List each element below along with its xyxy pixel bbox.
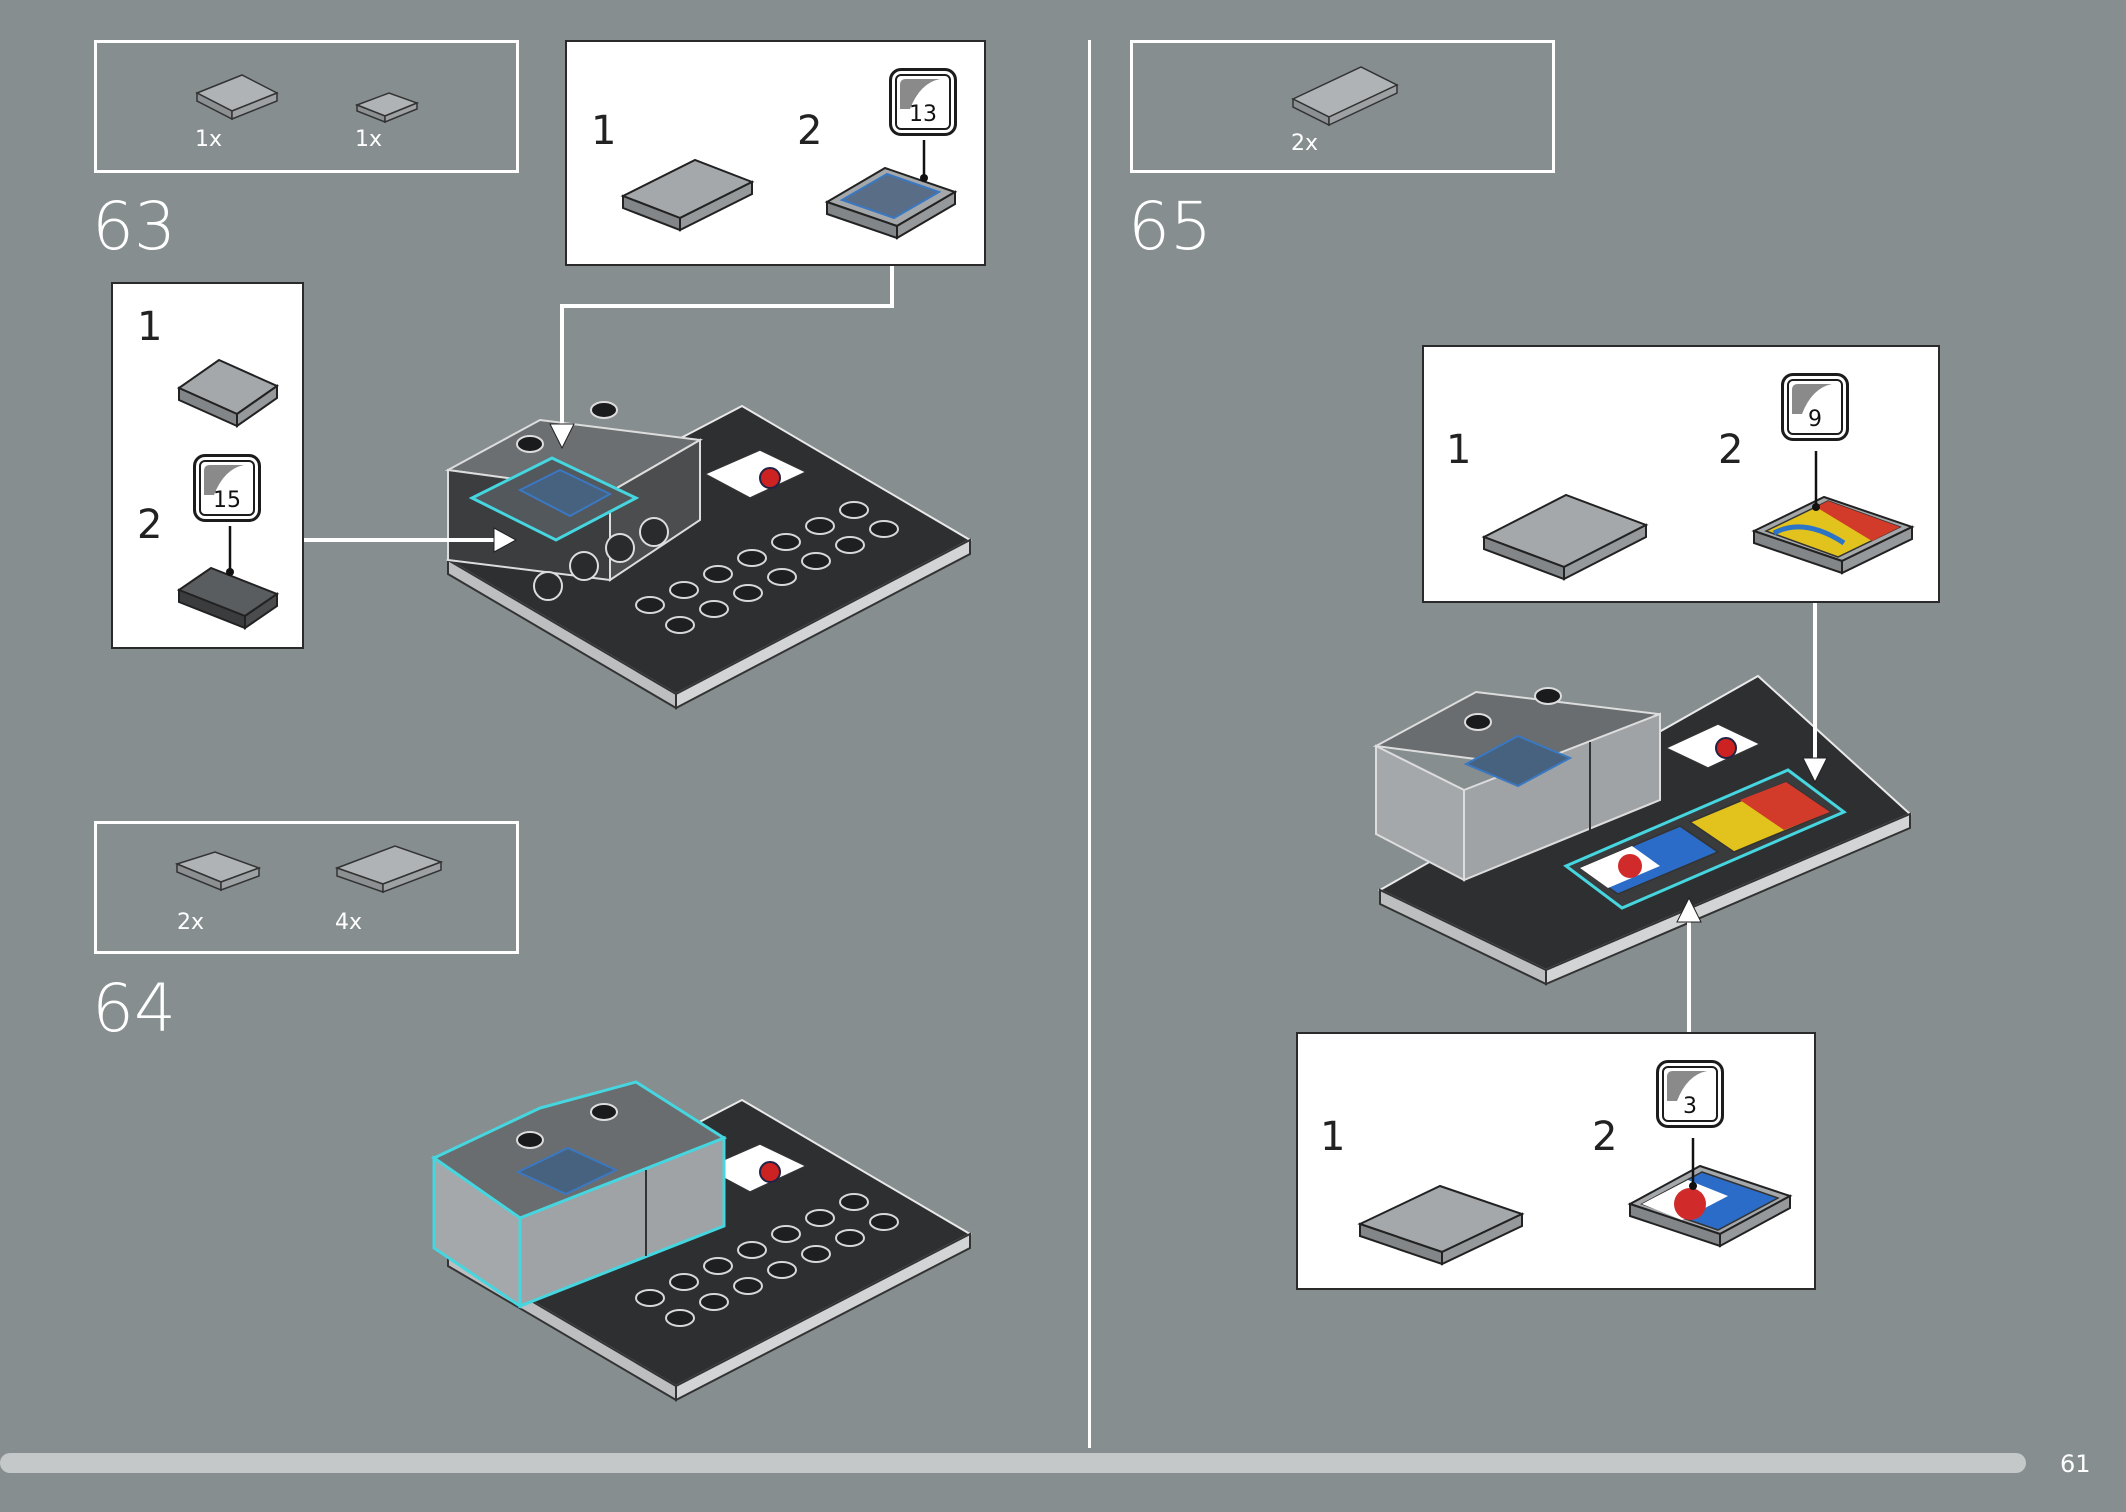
parts-list-step-64: 2x 4x xyxy=(94,821,519,954)
tile-drawings xyxy=(1357,1138,1793,1266)
sub-step-number: 1 xyxy=(1446,427,1472,473)
sub-step-number: 1 xyxy=(591,108,617,154)
part-qty: 4x xyxy=(335,910,363,935)
page-divider xyxy=(1088,40,1091,1448)
part-qty: 2x xyxy=(1291,131,1319,156)
step-number-63: 63 xyxy=(92,188,176,265)
sub-assembly-callout: 1 2 3 xyxy=(1296,1032,1816,1290)
sticker-number: 3 xyxy=(1683,1094,1697,1119)
step-number-65: 65 xyxy=(1128,188,1212,265)
sticker-icon: 15 xyxy=(193,454,261,522)
sub-assembly-callout: 1 2 15 xyxy=(111,282,304,649)
part-qty: 1x xyxy=(195,127,223,152)
sub-step-number: 2 xyxy=(137,502,163,548)
parts-list-step-65: 2x xyxy=(1130,40,1555,173)
sub-step-number: 1 xyxy=(137,304,163,350)
page-number: 61 xyxy=(2060,1450,2091,1478)
part-qty: 2x xyxy=(177,910,205,935)
sub-step-number: 2 xyxy=(1718,427,1744,473)
parts-icons xyxy=(195,74,420,124)
sub-step-number: 1 xyxy=(1320,1114,1346,1160)
sub-assembly-callout: 1 2 9 xyxy=(1422,345,1940,603)
sub-step-number: 2 xyxy=(797,108,823,154)
sticker-number: 9 xyxy=(1808,407,1822,432)
part-qty: 1x xyxy=(355,127,383,152)
parts-icons xyxy=(1291,66,1399,127)
sticker-number: 13 xyxy=(909,102,937,127)
step-number-64: 64 xyxy=(92,970,176,1047)
parts-icons xyxy=(174,845,444,894)
parts-list-step-63: 1x 1x xyxy=(94,40,519,173)
tile-drawings xyxy=(620,140,958,240)
sticker-icon: 13 xyxy=(889,68,957,136)
tile-drawings xyxy=(176,358,280,630)
progress-bar xyxy=(0,1453,2026,1473)
sub-assembly-callout: 1 2 13 xyxy=(565,40,986,266)
sub-step-number: 2 xyxy=(1592,1114,1618,1160)
tile-drawings xyxy=(1481,451,1915,581)
sticker-number: 15 xyxy=(213,488,241,513)
sticker-icon: 9 xyxy=(1781,373,1849,441)
sticker-icon: 3 xyxy=(1656,1060,1724,1128)
